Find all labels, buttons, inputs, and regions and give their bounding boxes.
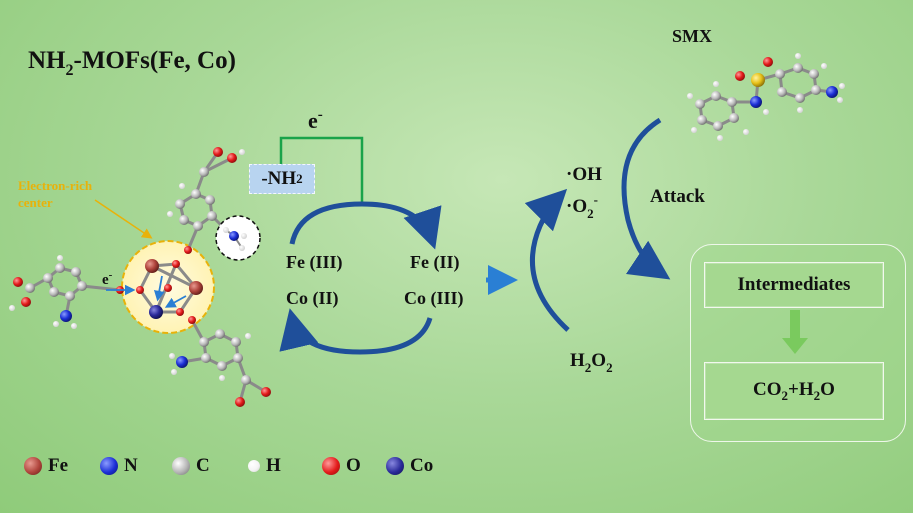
fe-atom-icon [24, 457, 42, 475]
attack-label: Attack [650, 186, 705, 207]
redox-arrow-bottom [279, 308, 433, 355]
amine-group [223, 227, 247, 251]
electron-label-top: e- [308, 107, 323, 133]
hydroxyl-radical-label: ·OH [566, 164, 602, 185]
electron-connector [279, 136, 364, 204]
legend-h: H [248, 455, 281, 477]
smx-molecule [687, 53, 845, 141]
legend-n: N [100, 455, 138, 477]
superoxide-radical-label: ·O2- [566, 192, 598, 221]
co3-label: Co (III) [404, 288, 464, 309]
o-atom-icon [322, 457, 340, 475]
c-atom-icon [172, 457, 190, 475]
fe2-label: Fe (II) [410, 252, 459, 273]
legend-co: Co [386, 455, 433, 477]
products-label: CO2+H2O [753, 378, 835, 403]
co-atom-icon [386, 457, 404, 475]
h2o2-label: H2O2 [570, 350, 613, 375]
electron-label-mof: e- [102, 269, 113, 288]
n-atom-icon [100, 457, 118, 475]
intermediates-label: Intermediates [737, 274, 851, 295]
h-atom-icon [248, 460, 260, 472]
electron-rich-pointer [94, 199, 153, 239]
co2-label: Co (II) [286, 288, 339, 309]
degradation-down-arrow [782, 310, 808, 354]
legend-o: O [322, 455, 361, 477]
mof-atoms [9, 147, 271, 407]
diagram-title: NH2-MOFs(Fe, Co) [28, 47, 236, 79]
attack-arrow [621, 117, 671, 280]
legend-fe: Fe [24, 455, 68, 477]
products-box: CO2+H2O [704, 362, 884, 420]
electron-transfer-arrows [106, 275, 187, 308]
h2o2-to-radicals-arrow [524, 188, 570, 332]
legend-c: C [172, 455, 210, 477]
fe3-label: Fe (III) [286, 252, 343, 273]
redox-arrow-top [289, 201, 442, 250]
smx-label: SMX [672, 26, 712, 46]
intermediates-box: Intermediates [704, 262, 884, 308]
